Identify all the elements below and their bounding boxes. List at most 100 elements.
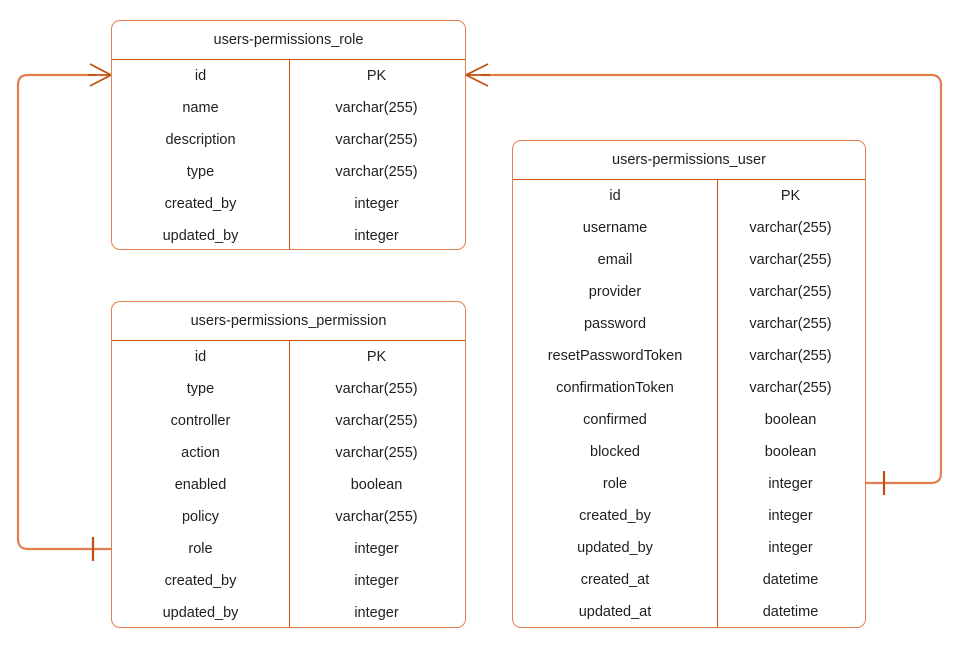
field-type: integer [354, 605, 399, 621]
field-type: integer [768, 508, 813, 524]
field-type: datetime [762, 572, 819, 588]
table-row[interactable]: created_by integer [513, 500, 865, 532]
field-name: id [194, 68, 207, 84]
field-type: varchar(255) [335, 509, 418, 525]
table-row[interactable]: updated_at datetime [513, 596, 865, 627]
crowfoot-marker-role-left [88, 63, 112, 87]
field-name: type [186, 381, 215, 397]
table-row[interactable]: id PK [112, 60, 465, 92]
field-type: integer [768, 540, 813, 556]
field-name: role [188, 541, 213, 557]
field-name: description [165, 132, 236, 148]
table-row[interactable]: created_by integer [112, 565, 465, 597]
field-type: integer [354, 228, 399, 244]
table-row[interactable]: type varchar(255) [112, 156, 465, 188]
table-row[interactable]: created_by integer [112, 188, 465, 220]
field-name: provider [588, 284, 642, 300]
field-name: blocked [590, 444, 640, 460]
field-type: boolean [350, 477, 403, 493]
field-type: integer [354, 541, 399, 557]
table-row[interactable]: role integer [112, 533, 465, 565]
field-type: varchar(255) [749, 348, 832, 364]
table-row[interactable]: role integer [513, 468, 865, 500]
field-type: varchar(255) [749, 220, 832, 236]
field-type: varchar(255) [335, 445, 418, 461]
table-row[interactable]: confirmationToken varchar(255) [513, 372, 865, 404]
table-row[interactable]: updated_by integer [513, 532, 865, 564]
field-type: PK [366, 68, 387, 84]
field-name: role [602, 476, 628, 492]
field-name: id [609, 188, 621, 204]
table-row[interactable]: action varchar(255) [112, 437, 465, 469]
relationship-permission-role [16, 63, 112, 561]
field-name: confirmed [583, 412, 647, 428]
entity-title-user: users-permissions_user [513, 141, 865, 180]
table-row[interactable]: username varchar(255) [513, 212, 865, 244]
field-name: created_at [580, 572, 650, 588]
field-type: datetime [762, 604, 819, 620]
table-row[interactable]: provider varchar(255) [513, 276, 865, 308]
table-row[interactable]: name varchar(255) [112, 92, 465, 124]
column-divider-permission [289, 341, 290, 627]
field-type: PK [780, 188, 801, 204]
entity-title-permission: users-permissions_permission [112, 302, 465, 341]
field-type: varchar(255) [335, 100, 418, 116]
field-name: controller [170, 413, 231, 429]
field-type: integer [768, 476, 813, 492]
field-name: updated_by [162, 605, 239, 621]
table-row[interactable]: updated_by integer [112, 220, 465, 249]
field-name: confirmationToken [556, 380, 674, 396]
table-row[interactable]: updated_by integer [112, 597, 465, 627]
field-name: created_by [164, 196, 237, 212]
connector-line-permission-role [16, 73, 111, 551]
column-divider-role [289, 60, 290, 249]
field-type: boolean [764, 444, 817, 460]
field-type: varchar(255) [335, 164, 418, 180]
field-name: enabled [174, 477, 227, 493]
field-type: PK [366, 349, 387, 365]
table-row[interactable]: enabled boolean [112, 469, 465, 501]
field-type: varchar(255) [749, 380, 832, 396]
table-row[interactable]: blocked boolean [513, 436, 865, 468]
field-type: varchar(255) [335, 413, 418, 429]
field-type: integer [354, 196, 399, 212]
field-name: id [194, 349, 207, 365]
table-row[interactable]: confirmed boolean [513, 404, 865, 436]
table-row[interactable]: id PK [112, 341, 465, 373]
field-name: name [182, 100, 219, 116]
field-name: updated_at [578, 604, 652, 620]
table-row[interactable]: description varchar(255) [112, 124, 465, 156]
entity-title-role: users-permissions_role [112, 21, 465, 60]
crowfoot-marker-role-right [465, 63, 490, 87]
field-type: varchar(255) [335, 381, 418, 397]
column-divider-user [717, 180, 718, 627]
field-type: varchar(255) [749, 284, 832, 300]
field-type: integer [354, 573, 399, 589]
entity-body-permission: id PK type varchar(255) controller varchar(25… [112, 341, 465, 627]
field-name: password [583, 316, 647, 332]
field-name: username [582, 220, 648, 236]
field-type: boolean [764, 412, 817, 428]
table-row[interactable]: created_at datetime [513, 564, 865, 596]
field-name: created_by [164, 573, 237, 589]
table-row[interactable]: type varchar(255) [112, 373, 465, 405]
table-row[interactable]: id PK [513, 180, 865, 212]
field-name: created_by [579, 508, 651, 524]
field-type: varchar(255) [335, 132, 418, 148]
table-row[interactable]: controller varchar(255) [112, 405, 465, 437]
field-type: varchar(255) [749, 252, 832, 268]
table-row[interactable]: resetPasswordToken varchar(255) [513, 340, 865, 372]
field-name: updated_by [577, 540, 653, 556]
field-name: updated_by [162, 228, 239, 244]
entity-body-role: id PK name varchar(255) description varchar(2… [112, 60, 465, 249]
field-name: resetPasswordToken [547, 348, 683, 364]
field-name: action [181, 445, 220, 461]
field-name: type [186, 164, 215, 180]
